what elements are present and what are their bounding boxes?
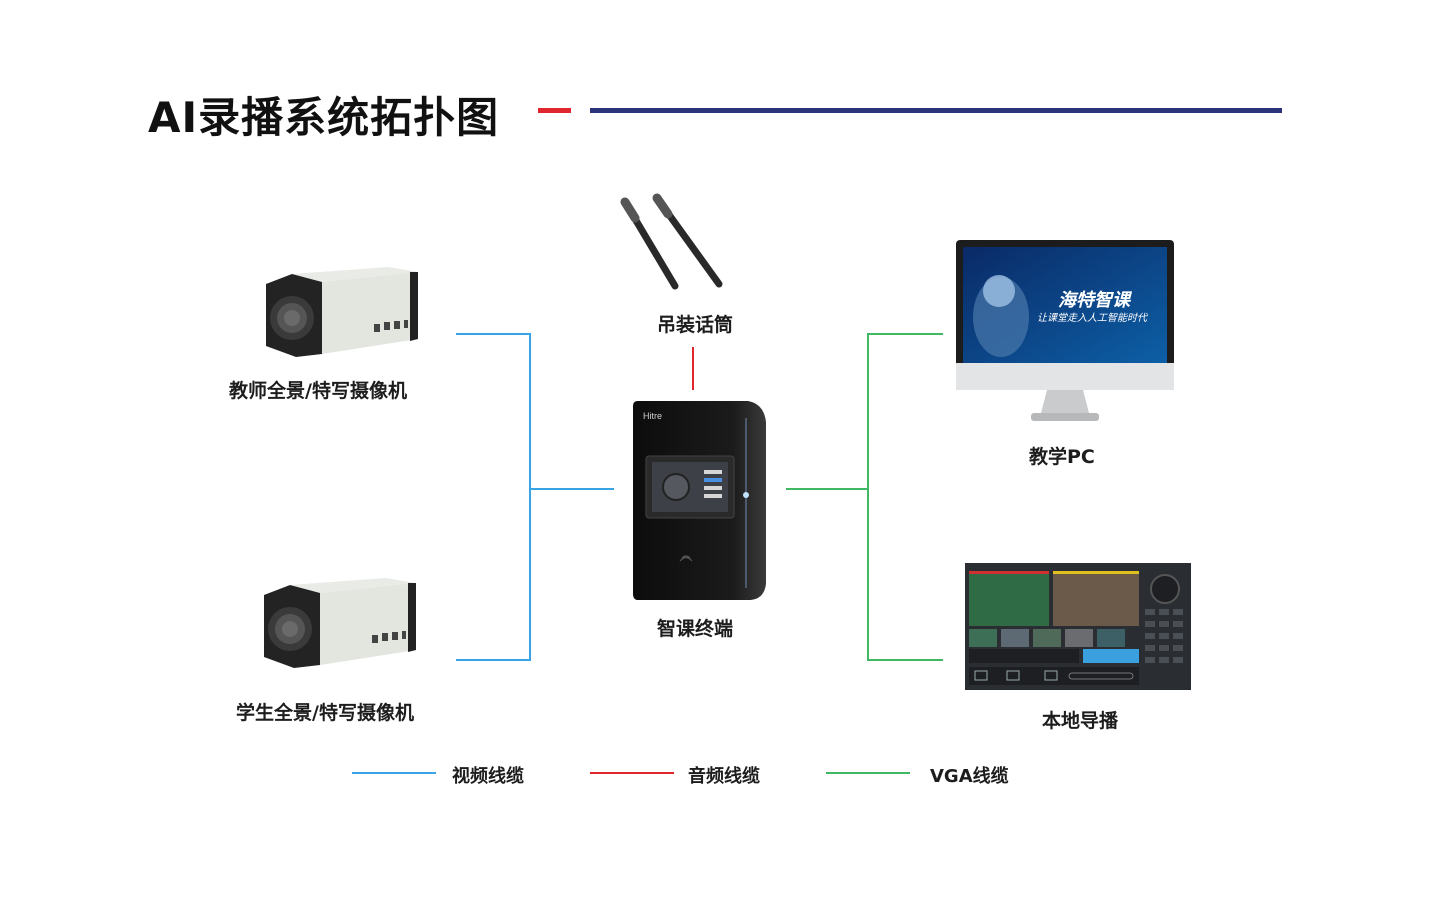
local-director-label: 本地导播 bbox=[1042, 710, 1119, 732]
teaching-pc-label: 教学PC bbox=[1029, 446, 1095, 468]
teacher-camera-icon bbox=[266, 267, 418, 357]
microphone-label: 吊装话筒 bbox=[657, 314, 734, 336]
terminal-brand: Hitre bbox=[643, 411, 663, 421]
video-cable-student bbox=[456, 489, 531, 661]
student-camera-icon bbox=[264, 578, 416, 668]
vga-cable-director bbox=[867, 489, 943, 661]
video-cable-teacher bbox=[456, 333, 614, 490]
student-camera-label: 学生全景/特写摄像机 bbox=[236, 702, 414, 724]
terminal-label: 智课终端 bbox=[657, 618, 734, 640]
director-console-icon bbox=[965, 563, 1191, 690]
legend-label-audio: 音频线缆 bbox=[688, 766, 760, 787]
legend-line-video bbox=[352, 772, 436, 774]
pc-screen-subtitle: 让课堂走入人工智能时代 bbox=[1037, 313, 1147, 324]
title-accent-red-bar bbox=[538, 108, 571, 113]
page-title: AI录播系统拓扑图 bbox=[148, 93, 500, 142]
recording-terminal-icon bbox=[633, 401, 766, 600]
hanging-microphone-icon bbox=[620, 193, 723, 290]
vga-cable-pc bbox=[786, 333, 943, 490]
pc-screen-title: 海特智课 bbox=[1058, 290, 1130, 311]
legend-line-vga bbox=[826, 772, 910, 774]
legend-label-video: 视频线缆 bbox=[452, 766, 524, 787]
teacher-camera-label: 教师全景/特写摄像机 bbox=[229, 380, 407, 402]
legend-line-audio bbox=[590, 772, 674, 774]
desktop-monitor-icon bbox=[956, 240, 1174, 421]
legend-label-vga: VGA线缆 bbox=[930, 766, 1009, 787]
title-accent-navy-bar bbox=[590, 108, 1282, 113]
